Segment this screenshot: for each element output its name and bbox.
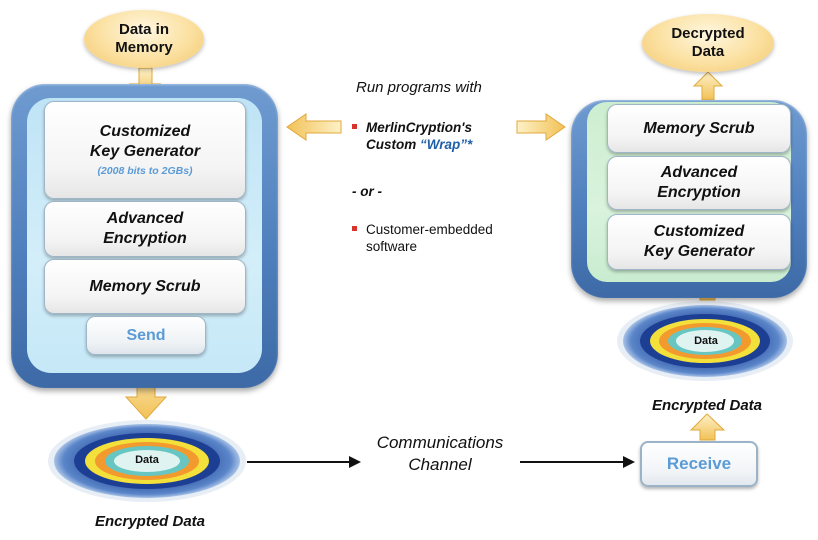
left-key-generator-box: Customized Key Generator (2008 bits to 2… <box>44 101 246 199</box>
memory-scrub-label: Memory Scrub <box>89 277 201 295</box>
bullet2-line2: software <box>366 239 418 254</box>
right-key-generator-box: Customized Key Generator <box>607 214 791 270</box>
encrypted-disk-left <box>48 420 246 502</box>
bullet2-line1: Customer-embedded <box>366 222 493 237</box>
channel-line1: Communications <box>376 433 504 452</box>
advanced-encryption-line1: Advanced <box>660 164 738 181</box>
bullet-marker <box>352 123 357 129</box>
data-in-memory-oval: Data in Memory <box>84 10 204 68</box>
key-generator-line1: Customized <box>653 223 745 240</box>
send-button[interactable]: Send <box>86 316 206 355</box>
key-generator-line2: Key Generator <box>643 243 755 260</box>
right-disk-label: Data <box>694 335 718 347</box>
key-generator-line2: Key Generator <box>89 143 201 160</box>
run-programs-heading: Run programs with <box>356 79 482 96</box>
bullet1-line1: MerlinCryption's <box>366 120 472 135</box>
key-generator-subtext: (2008 bits to 2GBs) <box>97 165 193 177</box>
memory-scrub-label: Memory Scrub <box>643 119 755 137</box>
bullet1-prefix: Custom <box>366 137 417 152</box>
left-disk-label: Data <box>135 454 159 466</box>
advanced-encryption-line2: Encryption <box>657 184 741 201</box>
bullet-marker <box>352 225 357 231</box>
advanced-encryption-line1: Advanced <box>106 210 184 227</box>
decrypted-data-oval: Decrypted Data <box>642 14 774 72</box>
communications-channel-label: Communications Channel <box>340 432 540 476</box>
advanced-encryption-line2: Encryption <box>103 230 187 247</box>
channel-line2: Channel <box>408 455 472 474</box>
right-advanced-encryption-box: Advanced Encryption <box>607 156 791 210</box>
wrap-text: “Wrap”* <box>420 137 473 152</box>
bullet-merlincryption: MerlinCryption's Custom “Wrap”* <box>352 119 522 153</box>
left-encrypted-data-label: Encrypted Data <box>94 513 206 530</box>
left-advanced-encryption-box: Advanced Encryption <box>44 201 246 257</box>
right-encrypted-data-label: Encrypted Data <box>651 397 763 414</box>
arrow-right-bottom <box>689 413 726 441</box>
or-separator: - or - <box>352 184 382 199</box>
arrow-right-top <box>692 71 724 101</box>
left-memory-scrub-box: Memory Scrub <box>44 259 246 314</box>
key-generator-line1: Customized <box>99 123 191 140</box>
bullet-customer-embedded: Customer-embedded software <box>352 221 552 255</box>
encrypted-disk-right <box>617 301 793 381</box>
arrow-right-pointing <box>516 113 566 141</box>
right-memory-scrub-box: Memory Scrub <box>607 104 791 153</box>
receive-button[interactable]: Receive <box>640 441 758 487</box>
arrow-left-pointing <box>286 113 342 141</box>
